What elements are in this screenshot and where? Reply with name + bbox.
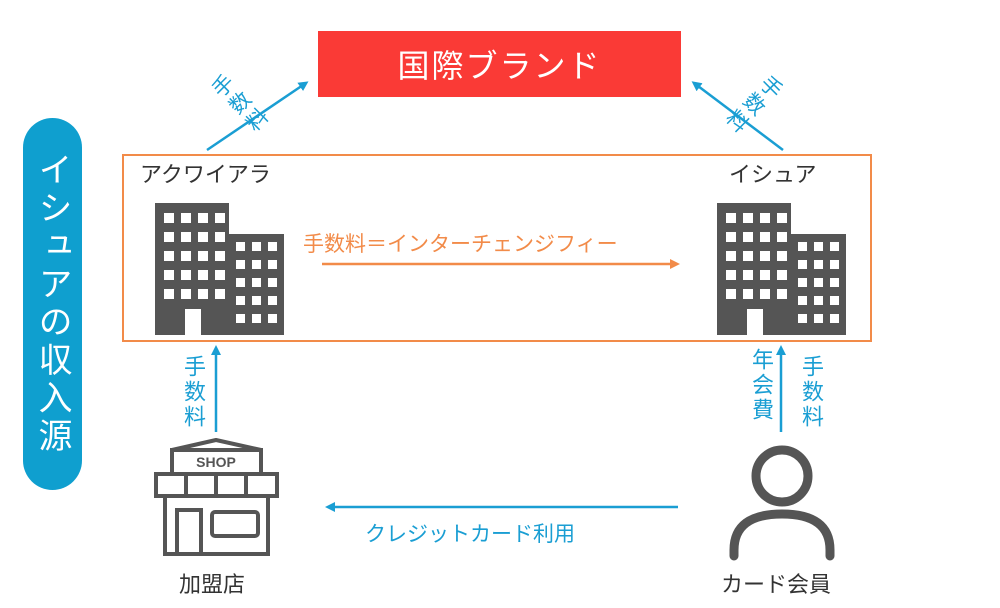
fee-member-issuer-label: 手数料	[798, 355, 823, 430]
shop-sign-text: SHOP	[196, 454, 236, 470]
issuer-income-banner: イシュアの収入源	[23, 118, 82, 490]
issuer-label: イシュア	[729, 163, 817, 188]
shop-icon: SHOP	[154, 438, 279, 556]
acquirer-issuer-frame	[122, 154, 872, 342]
arrow-acquirer-to-brand	[206, 81, 309, 152]
annual-fee-label: 年会費	[748, 348, 773, 423]
issuer-income-label: イシュアの収入源	[32, 152, 72, 456]
credit-usage-label: クレジットカード利用	[365, 522, 575, 546]
arrow-issuer-to-brand	[691, 81, 784, 151]
issuer-building-icon	[717, 203, 846, 335]
person-icon	[729, 445, 835, 561]
interchange-fee-label: 手数料＝インターチェンジフィー	[303, 232, 618, 256]
fee-merchant-acquirer-label: 手数料	[180, 355, 205, 430]
acquirer-label: アクワイアラ	[140, 163, 271, 188]
member-label: カード会員	[721, 573, 832, 598]
merchant-label: 加盟店	[179, 573, 246, 598]
brand-label: 国際ブランド	[397, 47, 602, 85]
brand-box: 国際ブランド	[318, 31, 681, 97]
acquirer-building-icon	[155, 203, 284, 335]
